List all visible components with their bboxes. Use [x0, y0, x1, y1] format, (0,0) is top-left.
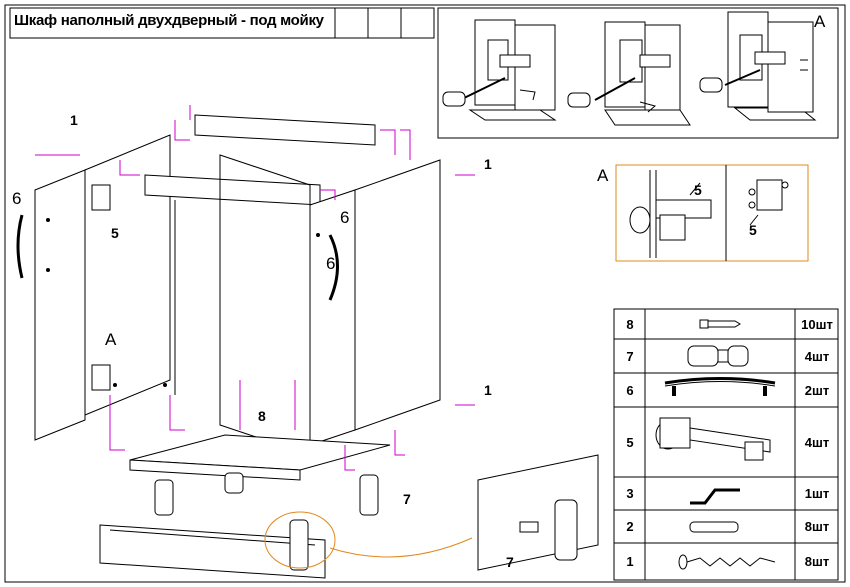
callout-part6-right-a: 6 [340, 208, 350, 227]
detail-a-panel [615, 164, 809, 262]
parts-table [613, 308, 839, 581]
bottom-panel [129, 434, 391, 481]
callout-part1-right-bottom: 1 [484, 382, 492, 398]
legs [154, 472, 473, 571]
dimension-lines [35, 105, 475, 471]
title-block [9, 7, 435, 39]
callout-part8: 8 [258, 408, 266, 424]
cabinet-drawing [16, 105, 599, 579]
plinth [99, 524, 326, 579]
plinth-inset [477, 454, 599, 571]
right-door [309, 189, 356, 446]
right-side-panel [354, 159, 441, 431]
hinge-adjust-step-2 [567, 21, 691, 126]
screw-icon [678, 554, 776, 570]
parts-row-qty: 8шт [804, 519, 830, 534]
parts-row-qty: 10шт [801, 317, 833, 332]
hinge-adjust-panel [437, 7, 839, 139]
left-door [16, 169, 86, 441]
parts-row-qty: 4шт [804, 349, 830, 364]
callout-detail-a-left: A [105, 330, 117, 349]
parts-row-num: 7 [626, 349, 634, 364]
parts-row-qty: 4шт [804, 435, 830, 450]
parts-row-num: 6 [626, 383, 634, 398]
handle-icon [664, 377, 776, 396]
parts-row-num: 8 [626, 317, 634, 332]
callout-part6-left: 6 [12, 189, 22, 208]
page-title: Шкаф наполный двухдверный - под мойку [14, 12, 324, 29]
leg-connector-icon [687, 345, 749, 367]
parts-row-num: 3 [626, 486, 634, 501]
outer-frame [4, 4, 846, 583]
callout-part7-inset: 7 [506, 554, 514, 570]
hinge-icon [655, 417, 771, 461]
callout-part1-right-top: 1 [484, 156, 492, 172]
callout-part5-mid-a: 5 [694, 182, 702, 198]
parts-row-qty: 8шт [804, 554, 830, 569]
parts-row-num: 1 [626, 554, 634, 569]
callout-part5-left: 5 [111, 225, 119, 241]
callout-part5-mid-b: 5 [749, 222, 757, 238]
callout-part7-leg: 7 [403, 491, 411, 507]
callout-part6-right-b: 6 [326, 254, 336, 273]
hinge-adjust-step-3 [699, 11, 817, 121]
top-rails [144, 114, 376, 206]
parts-row-num: 2 [626, 519, 634, 534]
left-side-panel [84, 134, 171, 416]
dowel-icon [689, 521, 739, 533]
callout-detail-a-mid: A [597, 166, 609, 185]
callout-detail-a-top: A [814, 12, 826, 31]
callout-part1-top-left: 1 [70, 112, 78, 128]
hex-key-icon [690, 488, 740, 505]
nail-icon [699, 319, 741, 329]
parts-row-qty: 1шт [804, 486, 830, 501]
hinge-adjust-step-1 [442, 19, 557, 121]
parts-row-qty: 2шт [804, 383, 830, 398]
parts-row-num: 5 [626, 435, 634, 450]
